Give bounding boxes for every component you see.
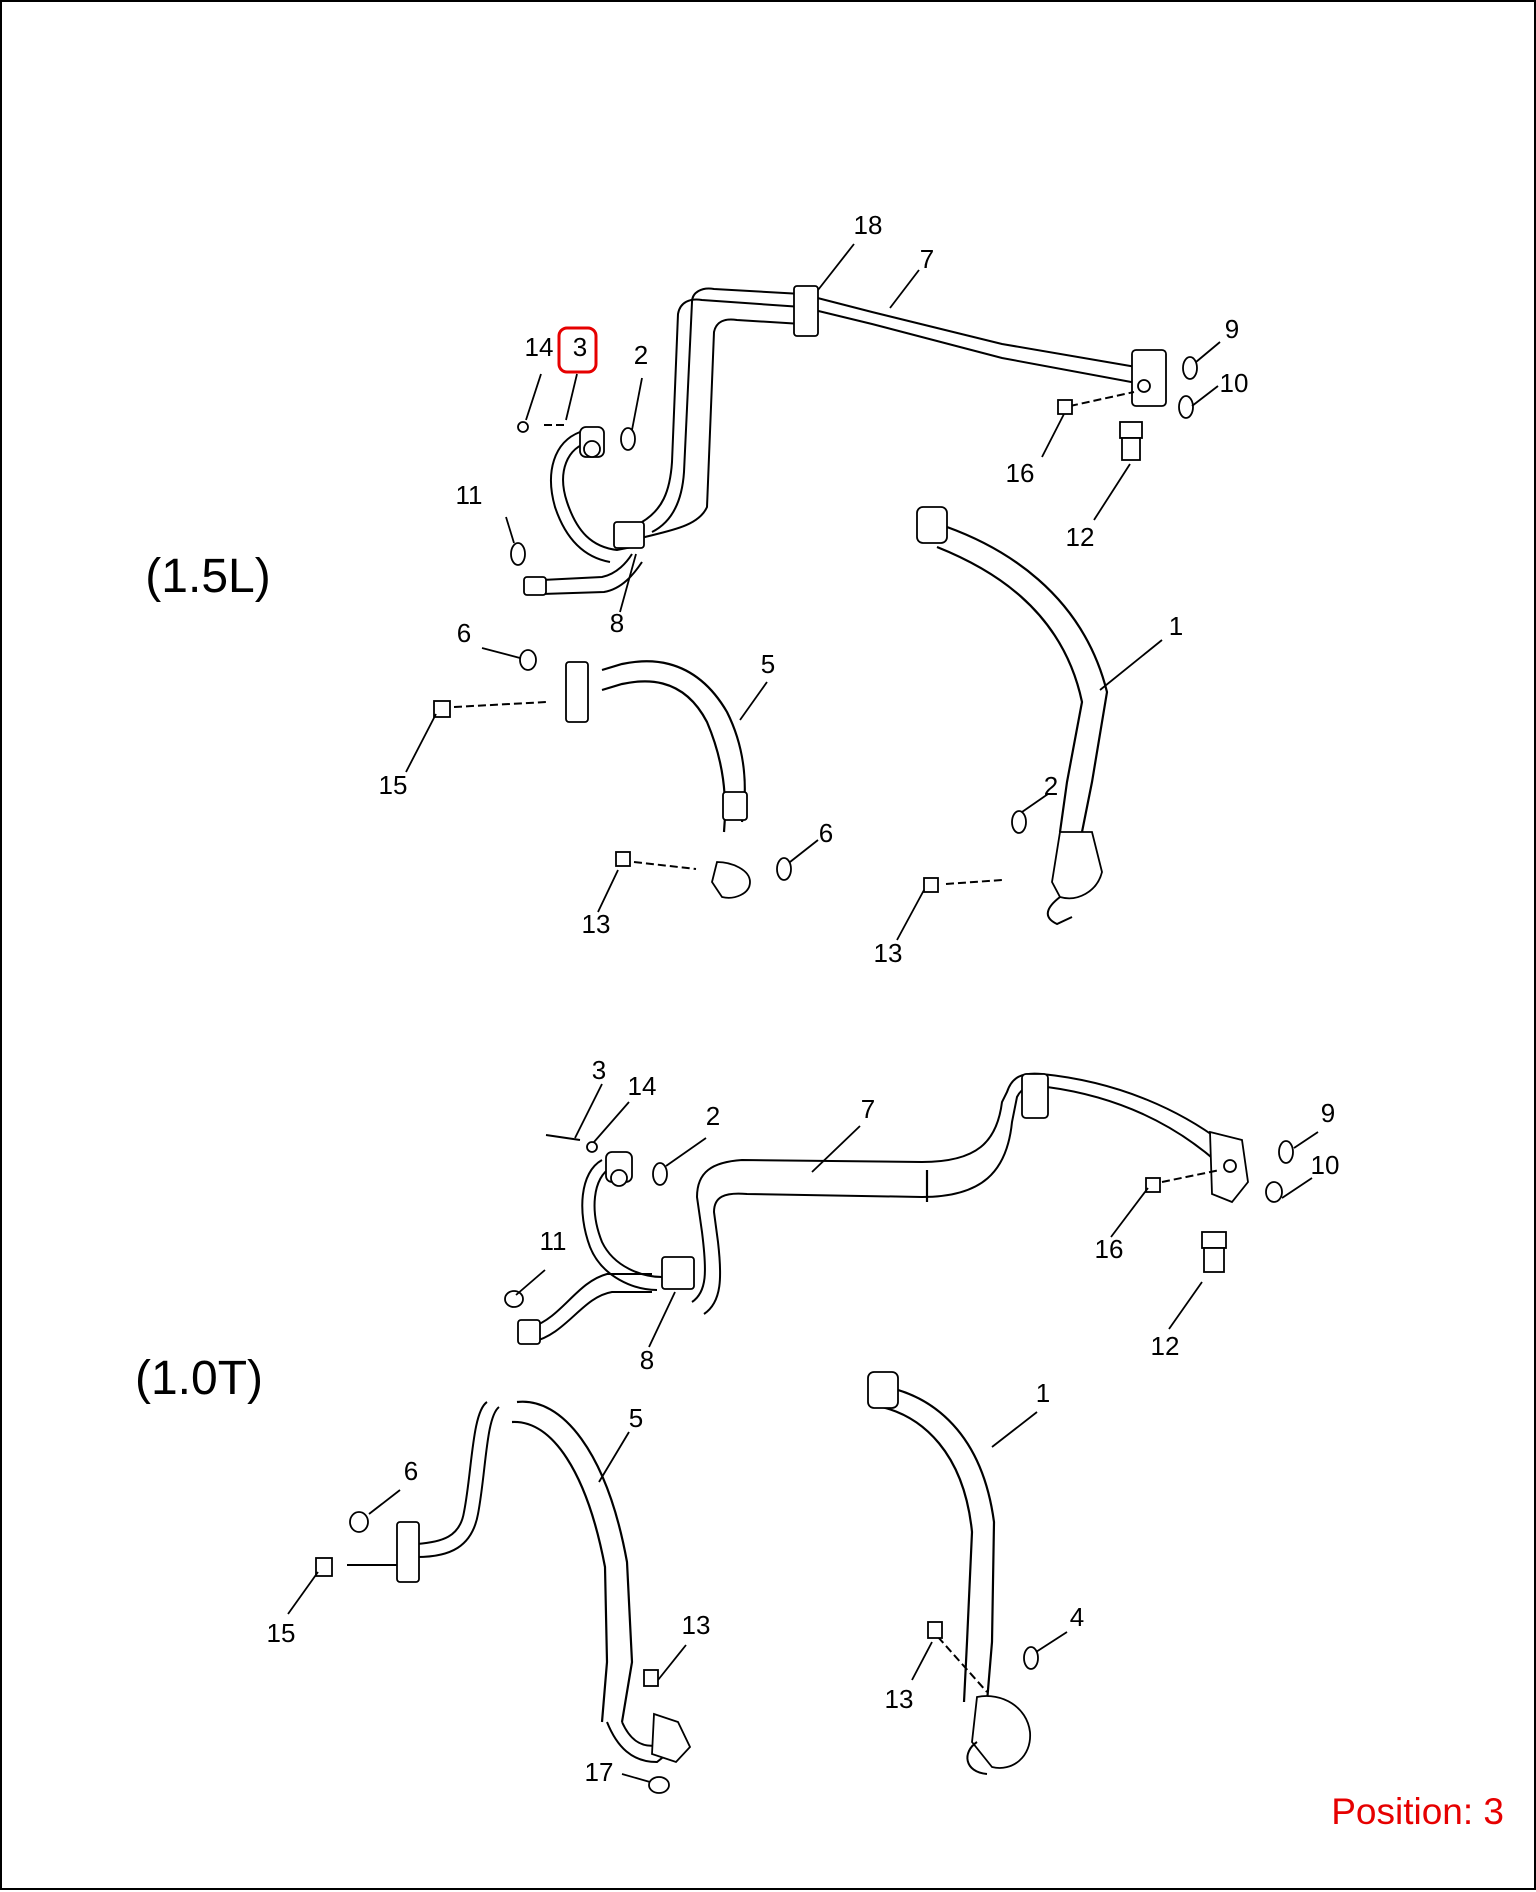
pressure-sensor-12-bottom — [1201, 1231, 1227, 1273]
callout-18: 18 — [854, 210, 883, 240]
callout-15-bottom: 15 — [267, 1618, 296, 1648]
position-indicator: Position: 3 — [1331, 1791, 1504, 1832]
callout-2-bottom: 2 — [706, 1101, 720, 1131]
callout-14: 14 — [525, 332, 554, 362]
callout-13b-bottom: 13 — [885, 1684, 914, 1714]
hose-5-top — [565, 660, 751, 899]
o-ring-17-bottom — [648, 1776, 670, 1794]
o-ring-10-top — [1178, 395, 1194, 419]
clip-bottom — [1021, 1073, 1049, 1119]
hose-1-top — [916, 506, 1109, 926]
bolt-16-axis-top — [1069, 391, 1135, 407]
nut-15-bottom — [315, 1557, 333, 1577]
callout-6b: 6 — [819, 818, 833, 848]
callout-9-bottom: 9 — [1321, 1098, 1335, 1128]
callout-14-bottom: 14 — [628, 1071, 657, 1101]
callout-7-bottom: 7 — [861, 1094, 875, 1124]
callout-11-bottom: 11 — [540, 1226, 567, 1256]
callout-11: 11 — [456, 480, 483, 510]
callout-13b: 13 — [874, 938, 903, 968]
callout-9: 9 — [1225, 314, 1239, 344]
o-ring-9-bottom — [1278, 1140, 1294, 1164]
callout-12-bottom: 12 — [1151, 1331, 1180, 1361]
nut-14-top — [517, 421, 529, 433]
pipe-2-11-bottom — [517, 1151, 663, 1345]
callout-12: 12 — [1066, 522, 1095, 552]
o-ring-4-bottom — [1023, 1646, 1039, 1670]
callout-10: 10 — [1220, 368, 1249, 398]
washer-14-bottom — [586, 1141, 598, 1153]
variant-label-1-5l: (1.5L) — [145, 550, 270, 603]
bolt-13b-axis-bottom — [937, 1636, 988, 1693]
o-ring-11-bottom — [504, 1290, 524, 1308]
clip-8-bottom — [661, 1256, 695, 1290]
clip-8-top — [613, 521, 645, 549]
o-ring-6b-top — [776, 857, 792, 881]
callout-7: 7 — [920, 244, 934, 274]
callout-3-highlighted: 3 — [573, 332, 587, 362]
pipe-2-11-top — [523, 426, 643, 596]
callout-1: 1 — [1169, 611, 1183, 641]
pipe-7-top — [626, 287, 1143, 543]
o-ring-6-bottom — [349, 1511, 369, 1533]
bracket-block-top — [1131, 349, 1167, 407]
o-ring-10-bottom — [1265, 1181, 1283, 1203]
callout-10-bottom: 10 — [1311, 1150, 1340, 1180]
callout-5-bottom: 5 — [629, 1403, 643, 1433]
o-ring-11-top — [510, 542, 526, 566]
pipe-7-bottom — [691, 1072, 1223, 1315]
callout-15: 15 — [379, 770, 408, 800]
callout-8-bottom: 8 — [640, 1345, 654, 1375]
bolt-16-bottom — [1145, 1177, 1161, 1193]
callout-13a: 13 — [582, 909, 611, 939]
bolt-13b-axis-top — [945, 879, 1003, 885]
stud-3-bottom — [545, 1134, 581, 1141]
variant-label-1-0t: (1.0T) — [135, 1352, 263, 1405]
hose-1-bottom — [867, 1371, 1031, 1775]
callout-6a: 6 — [457, 618, 471, 648]
callout-2: 2 — [634, 340, 648, 370]
highlight-box-callout-3 — [557, 326, 598, 374]
callout-1-bottom: 1 — [1036, 1378, 1050, 1408]
assembly-1-5l: 18 7 9 10 14 3 2 16 11 12 8 1 6 5 15 2 6… — [145, 210, 1248, 968]
callout-6-bottom: 6 — [404, 1456, 418, 1486]
bolt-13a-axis-top — [633, 861, 697, 870]
clip-18-top — [793, 285, 819, 337]
bolt-13b-top — [923, 877, 939, 893]
callout-16: 16 — [1006, 458, 1035, 488]
hose-5-bottom — [396, 1400, 692, 1764]
callout-13a-bottom: 13 — [682, 1610, 711, 1640]
bolt-16-top — [1057, 399, 1073, 415]
bolt-13a-bottom — [643, 1669, 659, 1687]
callout-2b: 2 — [1044, 771, 1058, 801]
pressure-sensor-12-top — [1119, 421, 1143, 461]
bolt-15-top — [433, 700, 451, 718]
callout-17-bottom: 17 — [585, 1757, 614, 1787]
o-ring-9-top — [1182, 356, 1198, 380]
bolt-15-axis-top — [453, 701, 548, 708]
callout-5: 5 — [761, 649, 775, 679]
o-ring-2-bottom — [652, 1162, 668, 1186]
bolt-13a-top — [615, 851, 631, 867]
bolt-16-axis-bottom — [1161, 1169, 1221, 1183]
leaders-top — [405, 243, 1221, 941]
o-ring-6a-top — [519, 649, 537, 671]
bracket-block-bottom — [1209, 1130, 1249, 1204]
callouts-bottom: 3 14 2 7 9 10 11 16 12 8 1 5 6 15 13 4 1… — [267, 1055, 1340, 1787]
leaders-bottom — [287, 1083, 1319, 1783]
callout-8: 8 — [610, 608, 624, 638]
callout-16-bottom: 16 — [1095, 1234, 1124, 1264]
bolt-13b-bottom — [927, 1621, 943, 1639]
callouts-top: 18 7 9 10 14 3 2 16 11 12 8 1 6 5 15 2 6… — [379, 210, 1249, 968]
callout-3-bottom: 3 — [592, 1055, 606, 1085]
o-ring-2b-top — [1011, 810, 1027, 834]
assembly-1-0t: 3 14 2 7 9 10 11 16 12 8 1 5 6 15 13 4 1… — [135, 1055, 1340, 1794]
callout-4-bottom: 4 — [1070, 1602, 1084, 1632]
o-ring-2-top — [620, 427, 636, 451]
